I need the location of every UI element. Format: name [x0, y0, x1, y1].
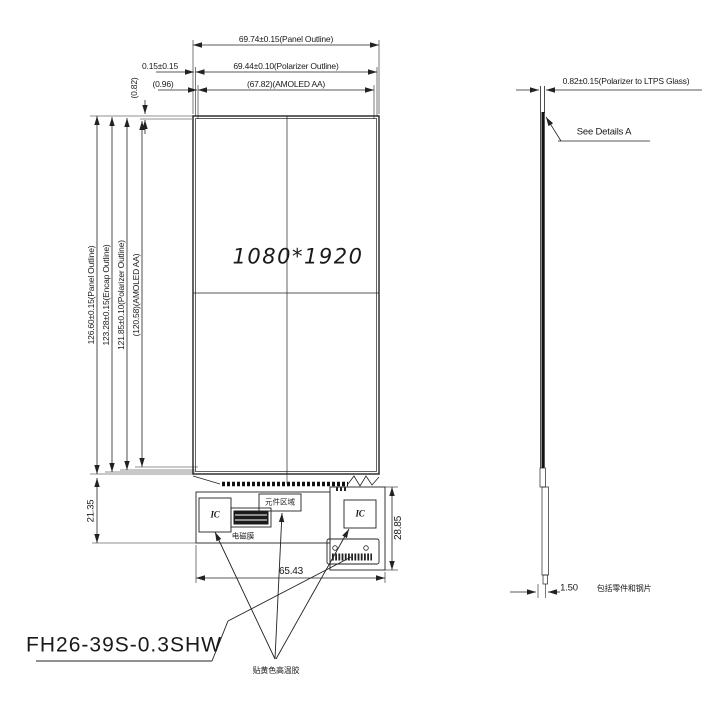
dim-edge-offset-label: 0.15±0.15	[142, 60, 178, 71]
dim-thickness-label: 1.50	[560, 582, 578, 594]
fpc-flex	[195, 486, 386, 571]
thickness-note-label: 包括零件和钢片	[596, 584, 652, 593]
tape-note-label: 贴黄色高温胶	[252, 666, 300, 675]
panel-resolution-label: 1080*1920	[232, 244, 364, 269]
ic-right-box	[343, 499, 377, 529]
component-area-label: 元件区域	[265, 497, 295, 507]
bonding-area	[192, 474, 380, 487]
ic-right-label: IC	[355, 508, 365, 519]
dim-polarizer-width-label: 69.44±0.10(Polarizer Outline)	[233, 60, 339, 71]
dim-encap-height-label: 123.28±0.15(Encap Outline)	[100, 244, 111, 346]
dim-aa-offset-label: (0.96)	[152, 78, 174, 89]
em-film-label: 电磁膜	[231, 531, 255, 541]
dim-fpc-width-label: 65.43	[278, 566, 304, 577]
dim-side-top-label: 0.82±0.15(Polarizer to LTPS Glass)	[562, 75, 690, 86]
board-connector	[326, 538, 380, 565]
dim-panel-height-label: 126.60±0.15(Panel Outline)	[85, 245, 96, 345]
panel-body	[192, 115, 380, 475]
connector-part-number: FH26-39S-0.3SHW	[26, 633, 222, 657]
dim-panel-width-label: 69.74±0.15(Panel Outline)	[238, 33, 334, 44]
left-dimensions	[90, 115, 198, 475]
fpc-offset-dimension	[92, 478, 196, 544]
callout-leaders	[36, 512, 352, 662]
dim-polarizer-height-label: 121.85±0.10(Polarizer Outline)	[115, 240, 126, 350]
ic-left-label: IC	[210, 509, 220, 520]
dim-aa-height-label: (120.58)(AMOLED AA)	[130, 253, 141, 337]
golden-finger-connector	[230, 507, 272, 528]
see-details-note: See Details A	[576, 126, 632, 138]
dim-aa-width-label: (67.82)(AMOLED AA)	[246, 78, 326, 89]
dim-top-gap-label: (0.82)	[128, 77, 139, 99]
fpc-dimensions	[195, 486, 398, 583]
component-area-box	[258, 493, 302, 512]
side-view	[510, 86, 702, 598]
dim-fpc-height-label: 28.85	[393, 515, 404, 541]
top-dimensions	[140, 40, 380, 134]
dim-fpc-offset-label: 21.35	[85, 499, 97, 523]
